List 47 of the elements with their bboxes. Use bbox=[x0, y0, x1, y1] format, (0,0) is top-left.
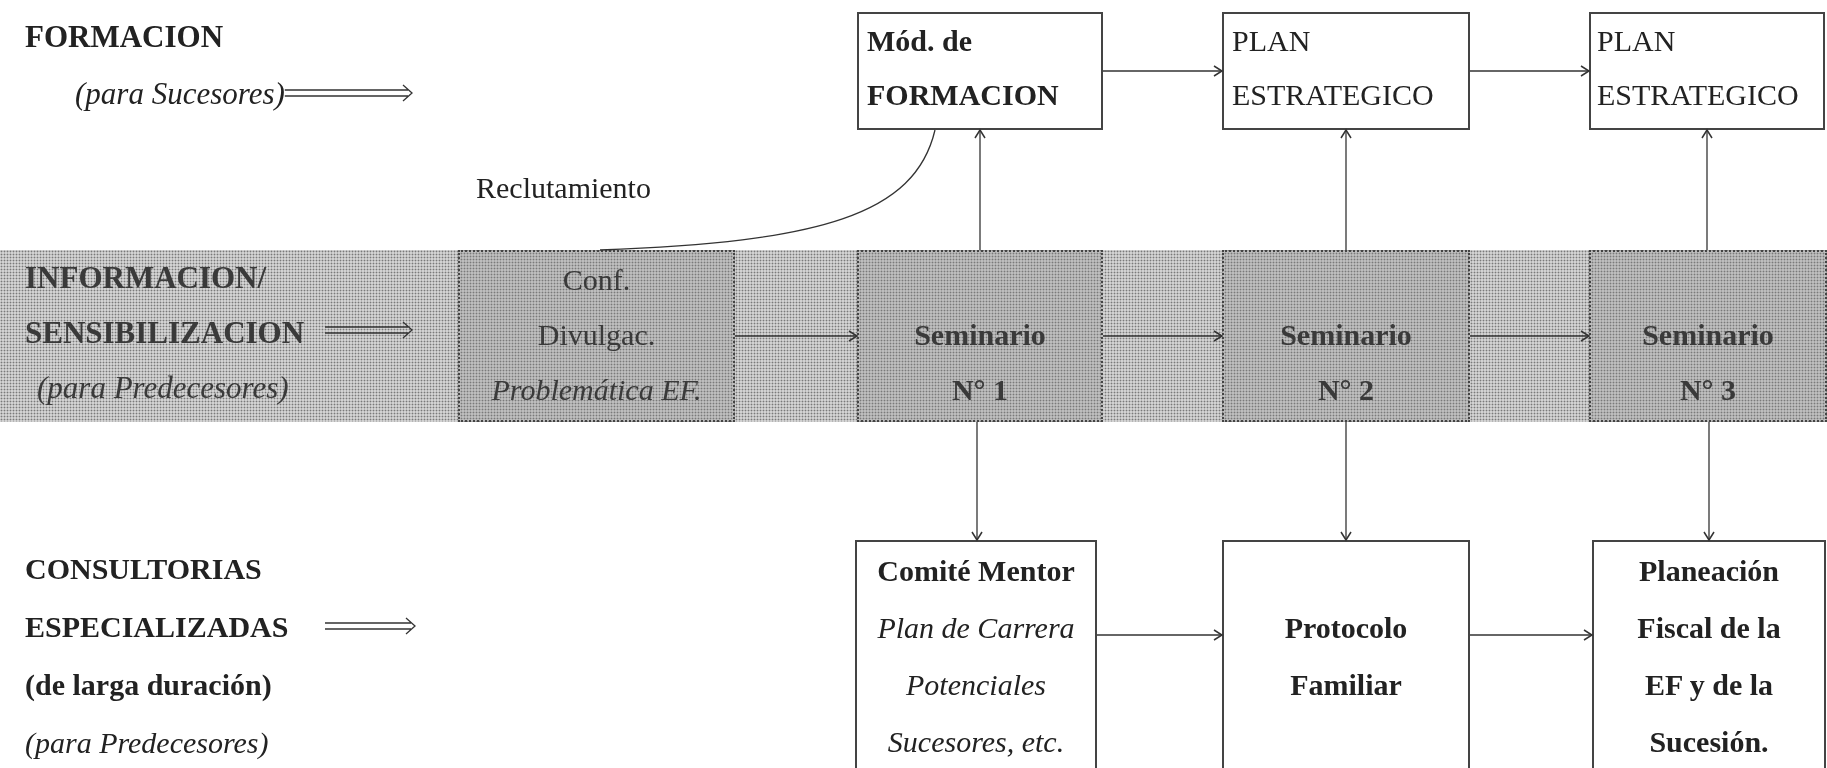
process-box bbox=[1222, 540, 1470, 768]
arrow bbox=[734, 330, 858, 342]
box-title: Mód. de FORMACION bbox=[867, 23, 1060, 113]
arrow bbox=[1469, 330, 1590, 342]
row-heading: FORMACION bbox=[25, 18, 225, 56]
arrow bbox=[1340, 129, 1352, 251]
process-box bbox=[1592, 540, 1826, 768]
arrow bbox=[1701, 129, 1713, 251]
box-title: Seminario N° 2 bbox=[1279, 317, 1413, 408]
arrow bbox=[1096, 629, 1223, 641]
double-arrow bbox=[284, 84, 413, 102]
box-title: PLAN ESTRATEGICO bbox=[1597, 23, 1800, 113]
box-title: Seminario N° 3 bbox=[1641, 317, 1775, 408]
process-box bbox=[855, 540, 1097, 768]
row-heading: INFORMACION/ SENSIBILIZACION bbox=[25, 259, 306, 352]
double-arrow bbox=[324, 321, 413, 339]
event-box bbox=[458, 250, 735, 422]
seminar-box bbox=[1589, 250, 1827, 422]
seminar-box bbox=[1222, 250, 1470, 422]
row-heading: CONSULTORIAS ESPECIALIZADAS (de larga duración) bbox=[25, 551, 290, 703]
seminar-box bbox=[857, 250, 1103, 422]
edge-label: Reclutamiento bbox=[476, 170, 651, 206]
double-arrow bbox=[324, 617, 416, 635]
arrow bbox=[1102, 65, 1223, 77]
box-title: Conf. Divulgac. bbox=[536, 262, 657, 353]
row-subheading: (para Predecesores) bbox=[36, 369, 290, 407]
arrow bbox=[1469, 629, 1593, 641]
arrow bbox=[974, 129, 986, 251]
box-title: Protocolo Familiar bbox=[1283, 610, 1409, 703]
arrow bbox=[1469, 65, 1590, 77]
row-subheading: (para Predecesores) bbox=[25, 725, 270, 761]
process-box bbox=[857, 12, 1103, 130]
box-text: Plan de Carrera Potenciales Sucesores, etc. bbox=[876, 610, 1076, 760]
box-title: Seminario N° 1 bbox=[913, 317, 1047, 408]
box-title: PLAN ESTRATEGICO bbox=[1232, 23, 1435, 113]
box-title: Comité Mentor bbox=[877, 553, 1075, 589]
row-subheading: (para Sucesores) bbox=[74, 75, 285, 113]
box-title: Planeación Fiscal de la EF y de la Sucesión. bbox=[1636, 553, 1782, 760]
arrow bbox=[1102, 330, 1223, 342]
arrow bbox=[1703, 421, 1715, 541]
process-box bbox=[1589, 12, 1825, 130]
arrow bbox=[971, 421, 983, 541]
arrow bbox=[1340, 421, 1352, 541]
box-text: Problemática EF. bbox=[491, 372, 702, 408]
shaded-band bbox=[0, 250, 1827, 422]
process-box bbox=[1222, 12, 1470, 130]
curved-line bbox=[599, 129, 936, 251]
